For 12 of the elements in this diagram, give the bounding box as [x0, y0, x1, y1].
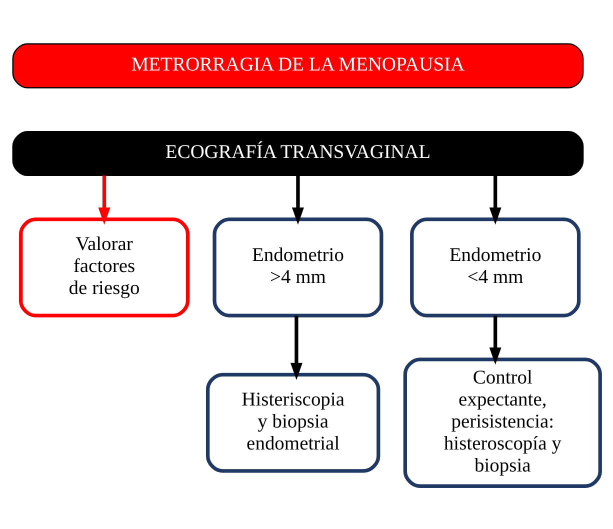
arrow — [290, 315, 302, 380]
node-box: ECOGRAFÍA TRANSVAGINAL — [12, 130, 584, 176]
node-box: Histeriscopia y biopsia endometrial — [206, 372, 380, 472]
node-box: Control expectante, perisistencia: histeroscopía y biopsia — [403, 357, 602, 488]
node-box: Endometrio >4 mm — [212, 216, 384, 317]
arrow — [98, 175, 110, 224]
arrow — [489, 175, 502, 224]
node-box: Endometrio <4 mm — [410, 216, 581, 317]
node-box: METRORRAGIA DE LA MENOPAUSIA — [12, 42, 584, 88]
node-box: Valorar factores de riesgo — [18, 216, 190, 317]
arrow — [292, 175, 304, 224]
arrow — [489, 315, 502, 364]
